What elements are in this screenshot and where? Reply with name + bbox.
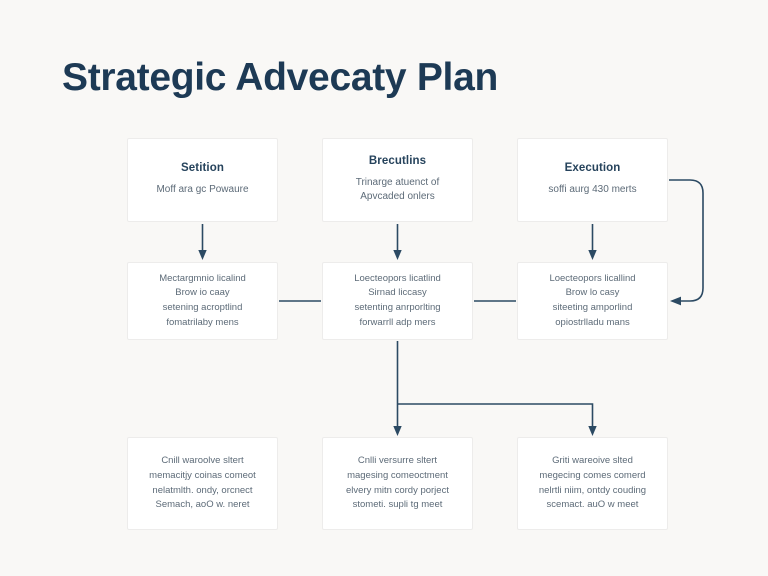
- body-line: Griti wareoive slted: [552, 455, 633, 467]
- node-head-strategy[interactable]: Setition Moff ara gc Powaure: [127, 138, 278, 222]
- subtitle-line: Apvcaded onlers: [360, 191, 435, 203]
- body-line: Mectargmnio licalind: [159, 272, 246, 284]
- body-line: forwarrll adp mers: [359, 316, 436, 328]
- body-line: scemact. auO w meet: [546, 499, 639, 511]
- body-line: Brow io caay: [175, 287, 230, 299]
- node-head-strategy-title: Setition: [181, 162, 224, 175]
- body-line: siteeting amporlind: [552, 302, 633, 313]
- node-leaf-outcome-two-body: Cnlli versurre sltert magesing comeoctme…: [346, 454, 449, 513]
- node-head-planning[interactable]: Brecutlins Trinarge atuenct of Apvcaded …: [322, 138, 473, 222]
- arrow-down-leaf3: [588, 426, 597, 436]
- subtitle-line: Moff ara gc Powaure: [156, 184, 249, 196]
- node-head-execution[interactable]: Execution soffi aurg 430 merts: [517, 138, 668, 222]
- node-head-execution-title: Execution: [564, 162, 621, 175]
- body-line: Loecteopors licallind: [549, 272, 636, 284]
- node-mid-stage-one[interactable]: Mectargmnio licalind Brow io caay seteni…: [127, 262, 278, 340]
- body-line: Loecteopors licatlind: [354, 272, 441, 284]
- body-line: nelatmlth. ondy, orcnect: [152, 484, 253, 496]
- body-line: stometi. supli tg meet: [352, 499, 443, 511]
- node-mid-stage-three[interactable]: Loecteopors licallind Brow lo casy sitee…: [517, 262, 668, 340]
- node-head-planning-title: Brecutlins: [368, 155, 427, 168]
- body-line: memacitjy coinas comeot: [149, 469, 256, 481]
- body-line: fomatrilaby mens: [166, 316, 239, 328]
- body-line: Brow lo casy: [565, 287, 620, 299]
- subtitle-line: soffi aurg 430 merts: [548, 184, 637, 196]
- subtitle-line: Trinarge atuenct of: [355, 176, 440, 188]
- arrow-down-col2: [393, 224, 402, 260]
- loop-execution-to-stage-three: [669, 179, 704, 306]
- node-mid-stage-two[interactable]: Loecteopors licatlind Sirnad liccasy set…: [322, 262, 473, 340]
- body-line: megecing comes comerd: [539, 469, 646, 481]
- body-line: setenting anrporlting: [354, 302, 441, 313]
- body-line: opiostrlladu mans: [555, 316, 630, 328]
- node-leaf-outcome-three-body: Griti wareoive slted megecing comes come…: [539, 454, 646, 513]
- body-line: elvery mitn cordy porject: [346, 484, 449, 496]
- branch-mid-to-leaf: [393, 341, 597, 436]
- arrow-down-col1: [198, 224, 207, 260]
- body-line: Sirnad liccasy: [368, 287, 427, 299]
- node-head-execution-subtitle: soffi aurg 430 merts: [548, 183, 636, 198]
- body-line: nelrtli niim, ontdy couding: [538, 484, 647, 496]
- node-leaf-outcome-two[interactable]: Cnlli versurre sltert magesing comeoctme…: [322, 437, 473, 530]
- body-line: Cnlli versurre sltert: [357, 455, 438, 467]
- node-mid-stage-two-body: Loecteopors licatlind Sirnad liccasy set…: [354, 272, 441, 331]
- body-line: setening acroptlind: [162, 302, 243, 313]
- body-line: Cnill waroolve sltert: [161, 455, 244, 467]
- node-head-planning-subtitle: Trinarge atuenct of Apvcaded onlers: [356, 176, 440, 205]
- node-mid-stage-one-body: Mectargmnio licalind Brow io caay seteni…: [159, 272, 246, 331]
- node-leaf-outcome-one-body: Cnill waroolve sltert memacitjy coinas c…: [149, 454, 256, 513]
- page-title: Strategic Advecaty Plan: [62, 56, 499, 100]
- arrow-down-col3: [588, 224, 597, 260]
- arrow-down-leaf2: [393, 426, 402, 436]
- node-leaf-outcome-three[interactable]: Griti wareoive slted megecing comes come…: [517, 437, 668, 530]
- node-leaf-outcome-one[interactable]: Cnill waroolve sltert memacitjy coinas c…: [127, 437, 278, 530]
- body-line: Semach, aoO w. neret: [155, 499, 250, 511]
- node-head-strategy-subtitle: Moff ara gc Powaure: [156, 183, 248, 198]
- node-mid-stage-three-body: Loecteopors licallind Brow lo casy sitee…: [549, 272, 635, 331]
- body-line: magesing comeoctment: [347, 469, 448, 481]
